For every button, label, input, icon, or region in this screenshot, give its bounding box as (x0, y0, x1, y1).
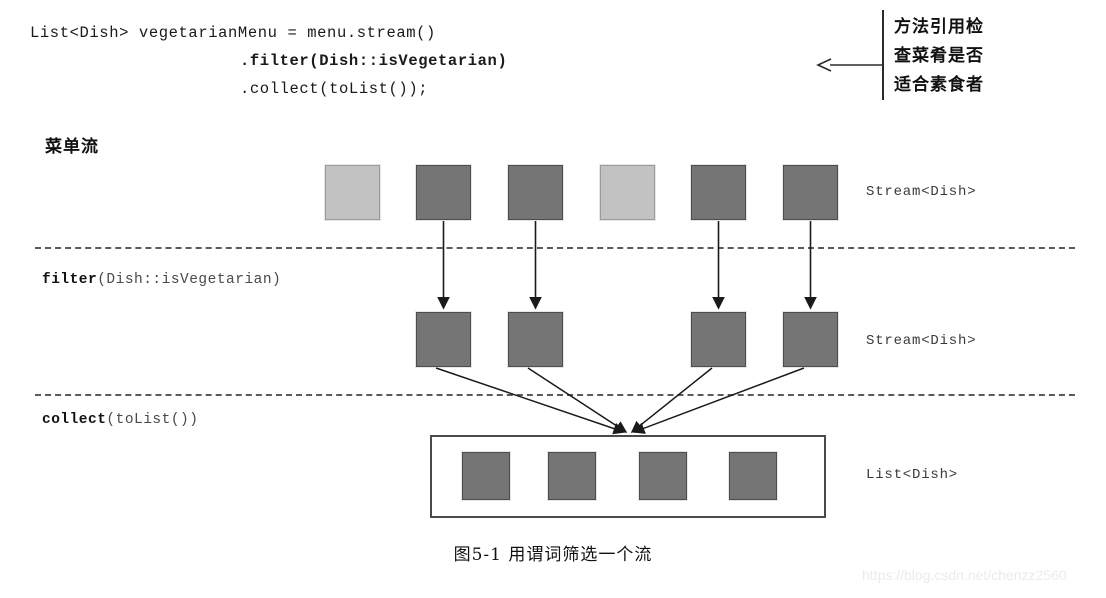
annotation-callout-arrow (816, 58, 882, 72)
filter-operation-label: filter(Dish::isVegetarian) (42, 272, 281, 288)
dish-box-source-4 (691, 165, 746, 220)
dish-box-filtered-0 (416, 312, 471, 367)
filter-args: (Dish::isVegetarian) (97, 272, 282, 288)
code-line-collect: .collect(toList()); (240, 80, 429, 98)
dish-box-result-1 (548, 452, 596, 500)
dish-box-result-0 (462, 452, 510, 500)
figure-caption: 图5-1 用谓词筛选一个流 (453, 545, 653, 565)
dish-box-source-1 (416, 165, 471, 220)
annotation-line-2: 查菜肴是否 (894, 46, 984, 66)
dish-box-result-2 (639, 452, 687, 500)
dish-box-source-2 (508, 165, 563, 220)
watermark: https://blog.csdn.net/chenzz2560 (862, 567, 1067, 583)
type-label-stream-source: Stream<Dish> (866, 184, 977, 200)
code-line-stream: List<Dish> vegetarianMenu = menu.stream(… (30, 24, 436, 42)
collect-keyword: collect (42, 412, 107, 428)
dish-box-filtered-1 (508, 312, 563, 367)
annotation-line-3: 适合素食者 (894, 75, 984, 95)
dish-box-source-5 (783, 165, 838, 220)
annotation-bracket (882, 10, 884, 100)
collect-args: (toList()) (106, 412, 199, 428)
type-label-stream-filtered: Stream<Dish> (866, 333, 977, 349)
collect-operation-label: collect(toList()) (42, 412, 198, 428)
dish-box-result-3 (729, 452, 777, 500)
dish-box-source-0 (325, 165, 380, 220)
type-label-list-result: List<Dish> (866, 467, 959, 483)
filter-keyword: filter (42, 272, 98, 288)
menu-stream-label: 菜单流 (45, 137, 99, 157)
separator-filter-stage (35, 247, 1075, 249)
separator-collect-stage (35, 394, 1075, 396)
code-line-filter: .filter(Dish::isVegetarian) (240, 52, 508, 70)
annotation-line-1: 方法引用检 (894, 17, 984, 37)
dish-box-filtered-2 (691, 312, 746, 367)
dish-box-source-3 (600, 165, 655, 220)
dish-box-filtered-3 (783, 312, 838, 367)
